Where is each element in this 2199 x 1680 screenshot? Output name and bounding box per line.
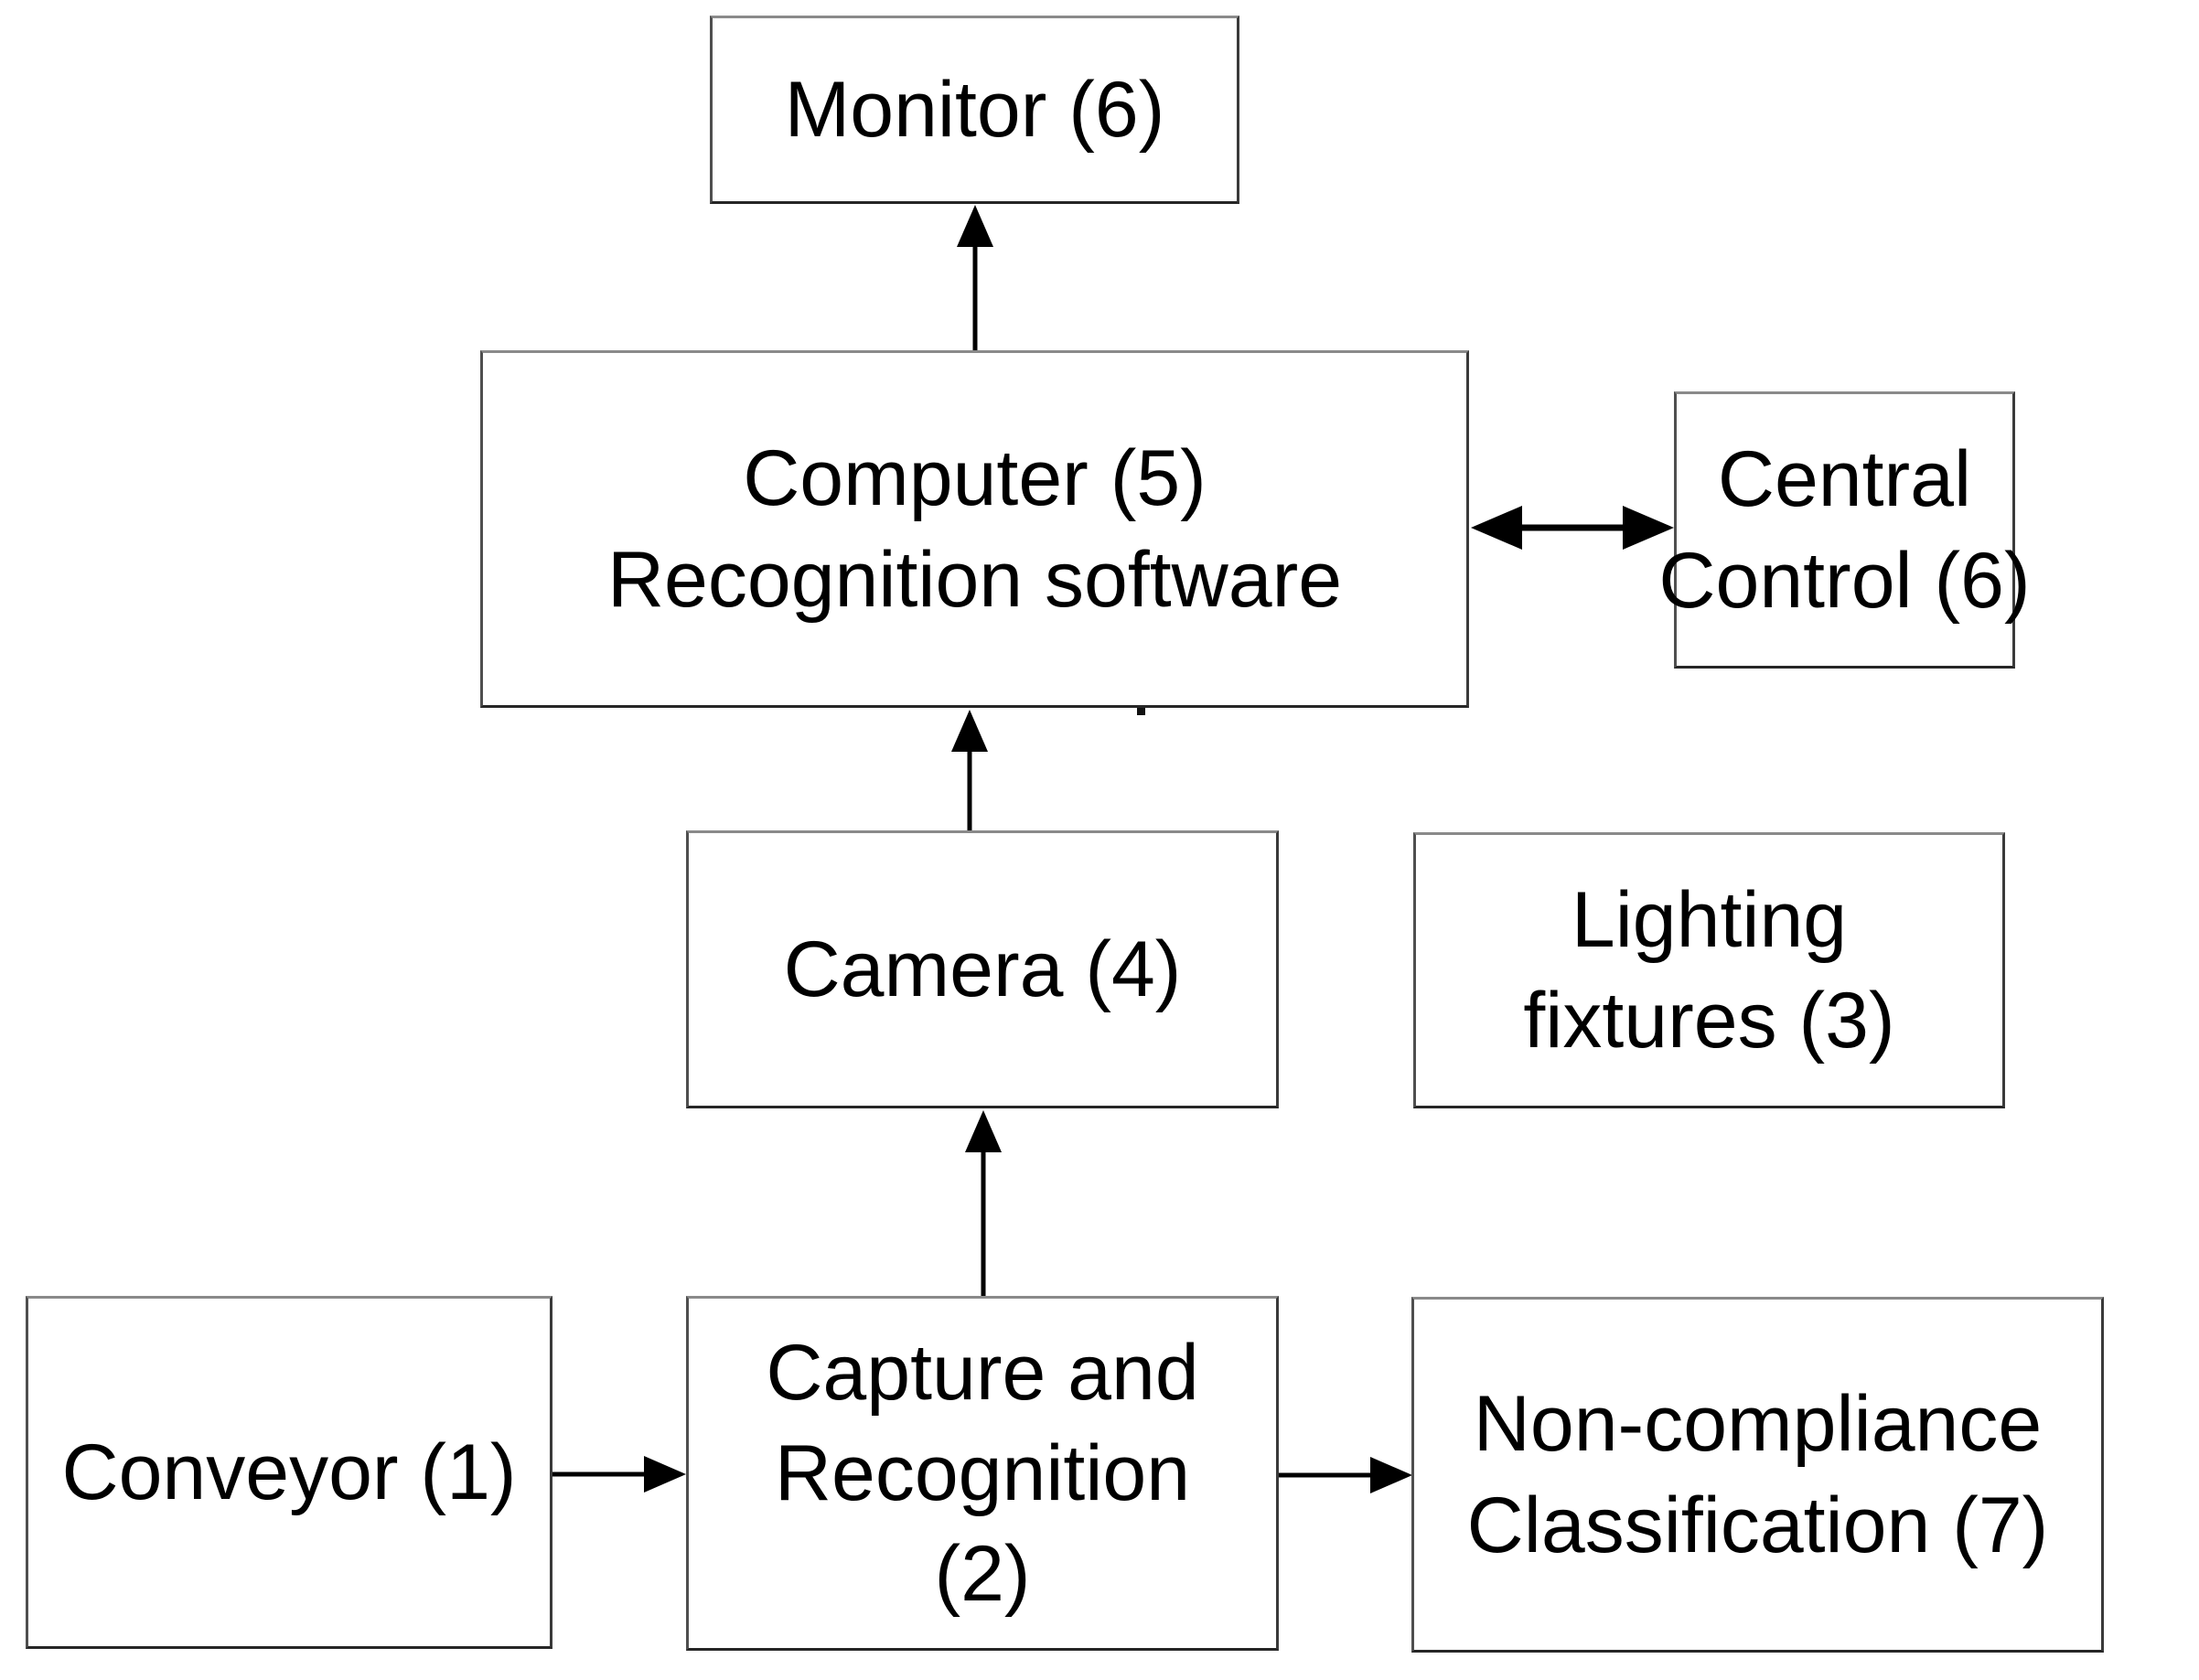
node-capture-recognition: Capture and Recognition (2) bbox=[686, 1296, 1279, 1651]
node-computer: Computer (5) Recognition software bbox=[480, 350, 1469, 708]
node-capture-recognition-label-line3: (2) bbox=[934, 1530, 1031, 1619]
node-computer-label-line2: Recognition software bbox=[606, 535, 1343, 624]
arrow-computer-to-monitor bbox=[957, 205, 993, 350]
node-computer-label-line1: Computer (5) bbox=[743, 434, 1207, 523]
node-central-control-label-line2: Control (6) bbox=[1658, 536, 2031, 625]
node-lighting-fixtures-label-line2: fixtures (3) bbox=[1523, 977, 1895, 1065]
node-capture-recognition-label-line2: Recognition bbox=[774, 1429, 1191, 1517]
double-arrow-computer-central-control bbox=[1471, 506, 1674, 550]
node-monitor-label: Monitor (6) bbox=[784, 65, 1165, 154]
node-noncompliance-label-line1: Non-compliance bbox=[1473, 1380, 2043, 1469]
node-camera-label: Camera (4) bbox=[783, 925, 1182, 1013]
node-noncompliance-classification: Non-compliance Classification (7) bbox=[1411, 1297, 2104, 1653]
node-central-control-label-line1: Central bbox=[1717, 435, 1972, 524]
node-noncompliance-label-line2: Classification (7) bbox=[1466, 1481, 2049, 1569]
node-conveyor: Conveyor (1) bbox=[26, 1296, 552, 1649]
node-central-control: Central Control (6) bbox=[1658, 391, 2031, 669]
node-conveyor-label: Conveyor (1) bbox=[61, 1428, 517, 1516]
node-monitor: Monitor (6) bbox=[710, 16, 1239, 204]
arrow-conveyor-to-capture bbox=[552, 1456, 686, 1493]
node-lighting-fixtures-label-line1: Lighting bbox=[1571, 875, 1848, 964]
node-capture-recognition-label-line1: Capture and bbox=[766, 1328, 1199, 1417]
arrow-camera-to-computer bbox=[951, 710, 988, 830]
node-camera: Camera (4) bbox=[686, 830, 1279, 1108]
node-lighting-fixtures: Lighting fixtures (3) bbox=[1413, 832, 2005, 1108]
arrow-capture-to-noncompliance bbox=[1279, 1457, 1412, 1493]
stray-mark bbox=[1137, 707, 1145, 715]
arrow-capture-to-camera bbox=[965, 1110, 1002, 1296]
